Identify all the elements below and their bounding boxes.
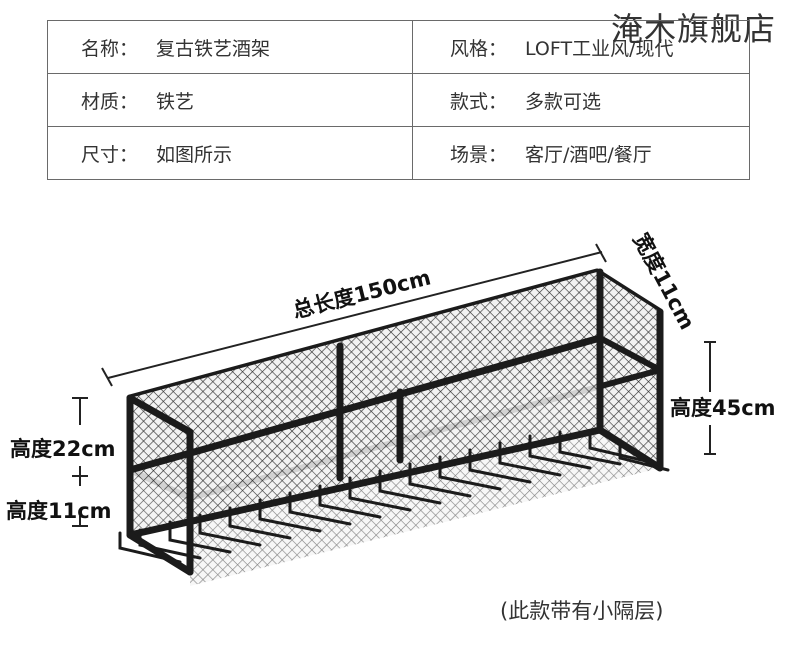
spec-table: 名称： 复古铁艺酒架 风格： LOFT工业风/现代 材质： 铁艺 款式： 多款可选 尺寸… — [47, 20, 750, 180]
spec-label: 材质： — [81, 90, 139, 113]
spec-row: 材质： 铁艺 款式： 多款可选 — [47, 73, 750, 127]
spec-value: 复古铁艺酒架 — [156, 37, 271, 60]
section-height-lines — [72, 397, 88, 527]
height-total-label: 高度45cm — [670, 396, 776, 420]
spec-value: 客厅/酒吧/餐厅 — [525, 143, 652, 166]
spec-label: 场景： — [450, 143, 508, 166]
spec-cell-scene: 场景： 客厅/酒吧/餐厅 — [412, 126, 750, 180]
height-upper-label: 高度22cm — [10, 437, 116, 461]
spec-row: 尺寸： 如图所示 场景： 客厅/酒吧/餐厅 — [47, 126, 750, 180]
spec-label: 尺寸： — [81, 143, 139, 166]
spec-value: 铁艺 — [156, 90, 195, 113]
spec-cell-variant: 款式： 多款可选 — [412, 73, 750, 127]
height-dimension-line — [704, 341, 716, 455]
spec-cell-size: 尺寸： 如图所示 — [47, 126, 413, 180]
height-lower-label: 高度11cm — [6, 499, 112, 523]
spec-value: LOFT工业风/现代 — [525, 37, 674, 60]
spec-row: 名称： 复古铁艺酒架 风格： LOFT工业风/现代 — [47, 20, 750, 74]
spec-value: 多款可选 — [525, 90, 602, 113]
rack-body — [118, 268, 670, 586]
spec-value: 如图所示 — [156, 143, 233, 166]
spec-label: 款式： — [450, 90, 508, 113]
spec-label: 名称： — [81, 37, 139, 60]
length-dimension-line — [101, 243, 607, 387]
spec-cell-material: 材质： 铁艺 — [47, 73, 413, 127]
caption: (此款带有小隔层) — [500, 599, 664, 623]
spec-cell-name: 名称： 复古铁艺酒架 — [47, 20, 413, 74]
spec-label: 风格： — [450, 37, 508, 60]
spec-cell-style: 风格： LOFT工业风/现代 — [412, 20, 750, 74]
